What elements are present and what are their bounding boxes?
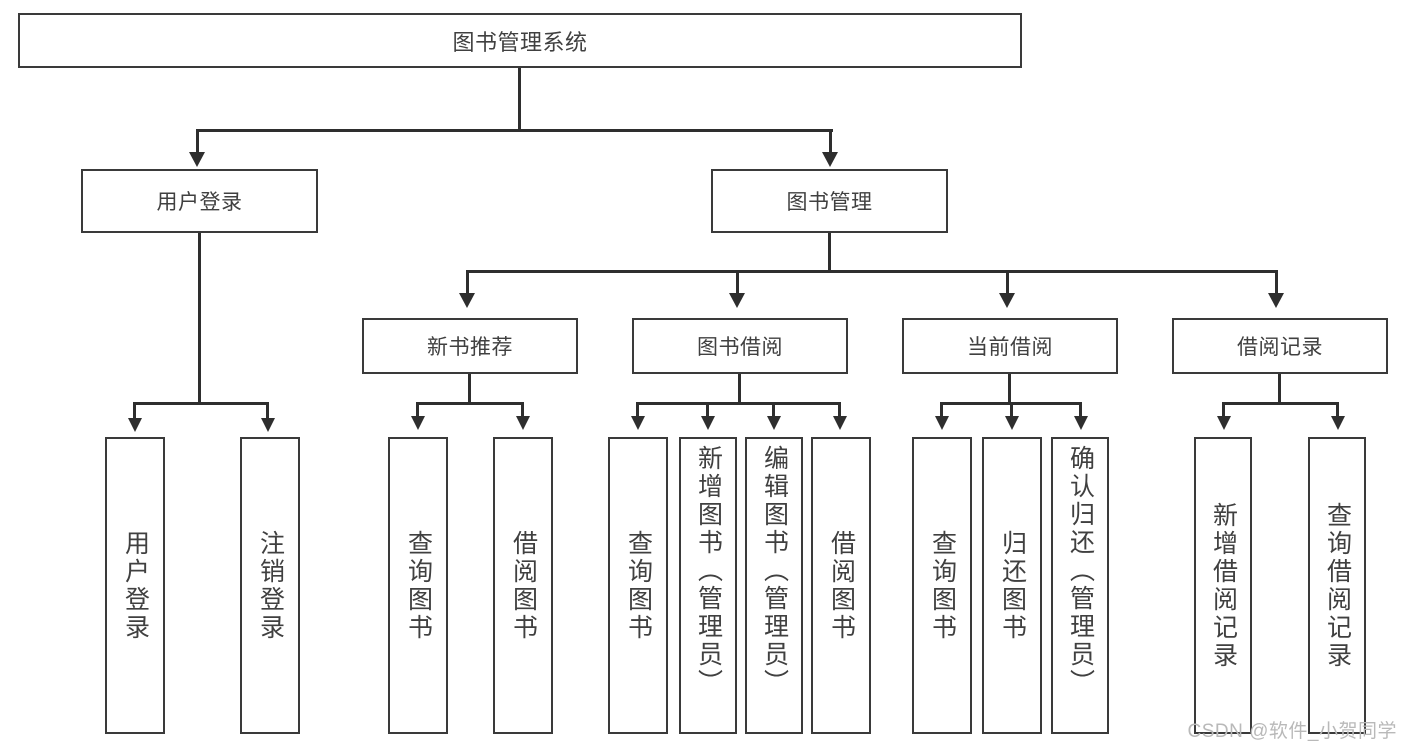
arrow-leaf-borrow-book-bb: [833, 416, 847, 430]
node-new-book-recommend[interactable]: 新书推荐: [362, 318, 578, 374]
connector-current-borrow-stem: [1008, 374, 1011, 404]
connector-new-book-bus: [416, 402, 524, 405]
arrow-leaf-query-record: [1331, 416, 1345, 430]
node-label: 图书管理系统: [452, 29, 588, 55]
connector-book-borrow-bus: [636, 402, 840, 405]
arrow-leaf-query-book-bb: [631, 416, 645, 430]
node-label: 用户登录: [156, 191, 243, 214]
node-root-system[interactable]: 图书管理系统: [18, 13, 1022, 68]
node-label: 新书推荐: [427, 336, 513, 359]
connector-borrow-record-stem: [1278, 374, 1281, 404]
leaf-query-book-recommend[interactable]: 查询图书: [388, 437, 448, 734]
leaf-edit-book-admin[interactable]: 编辑图书（管理员）: [745, 437, 803, 734]
leaf-confirm-return-admin[interactable]: 确认归还（管理员）: [1051, 437, 1109, 734]
arrow-leaf-user-login: [128, 418, 142, 432]
connector-level3-bus: [466, 270, 1278, 273]
connector-new-book-branch-2: [521, 402, 524, 418]
connector-book-borrow-branch-1: [636, 402, 639, 418]
arrow-to-new-book: [459, 293, 475, 308]
connector-borrow-record-bus: [1222, 402, 1339, 405]
leaf-label: 用户登录: [121, 529, 150, 642]
connector-user-login-branch-1: [133, 402, 136, 420]
leaf-user-login[interactable]: 用户登录: [105, 437, 165, 734]
node-label: 当前借阅: [967, 336, 1053, 359]
arrow-to-book-borrow: [729, 293, 745, 308]
connector-book-borrow-stem: [738, 374, 741, 404]
connector-root-stem: [518, 68, 521, 131]
leaf-add-borrow-record[interactable]: 新增借阅记录: [1194, 437, 1252, 734]
connector-book-borrow-branch-2: [706, 402, 709, 418]
arrow-leaf-confirm-return: [1074, 416, 1088, 430]
connector-current-borrow-branch-2: [1010, 402, 1013, 418]
node-book-management[interactable]: 图书管理: [711, 169, 948, 233]
node-user-login[interactable]: 用户登录: [81, 169, 318, 233]
leaf-label: 借阅图书: [509, 529, 538, 642]
arrow-leaf-query-book-cb: [935, 416, 949, 430]
leaf-label: 注销登录: [256, 529, 285, 642]
leaf-label: 查询图书: [404, 529, 433, 642]
arrow-to-borrow-record: [1268, 293, 1284, 308]
leaf-label: 归还图书: [998, 529, 1027, 642]
connector-book-borrow-branch-4: [838, 402, 841, 418]
connector-root-to-book-mgmt: [829, 129, 832, 155]
connector-to-new-book: [466, 270, 469, 295]
leaf-query-book-current[interactable]: 查询图书: [912, 437, 972, 734]
node-book-borrow[interactable]: 图书借阅: [632, 318, 848, 374]
connector-to-current-borrow: [1006, 270, 1009, 295]
connector-new-book-branch-1: [416, 402, 419, 418]
leaf-label: 借阅图书: [827, 529, 856, 642]
connector-root-bus: [196, 129, 833, 132]
connector-borrow-record-branch-2: [1336, 402, 1339, 418]
leaf-label: 编辑图书（管理员）: [760, 445, 789, 697]
node-borrow-record[interactable]: 借阅记录: [1172, 318, 1388, 374]
connector-root-to-user-login: [196, 129, 199, 155]
leaf-label: 新增图书（管理员）: [694, 445, 723, 697]
connector-book-mgmt-stem: [828, 233, 831, 272]
connector-borrow-record-branch-1: [1222, 402, 1225, 418]
connector-new-book-stem: [468, 374, 471, 404]
leaf-label: 查询借阅记录: [1323, 501, 1352, 670]
leaf-label: 确认归还（管理员）: [1066, 445, 1095, 697]
connector-current-borrow-branch-3: [1079, 402, 1082, 418]
connector-book-borrow-branch-3: [772, 402, 775, 418]
node-label: 图书借阅: [697, 336, 783, 359]
arrow-leaf-edit-book: [767, 416, 781, 430]
arrow-leaf-logout: [261, 418, 275, 432]
connector-to-book-borrow: [736, 270, 739, 295]
node-label: 图书管理: [786, 191, 873, 214]
arrow-leaf-add-book: [701, 416, 715, 430]
leaf-borrow-book-recommend[interactable]: 借阅图书: [493, 437, 553, 734]
leaf-label: 新增借阅记录: [1209, 501, 1238, 670]
arrow-leaf-borrow-book-nb: [516, 416, 530, 430]
leaf-return-book[interactable]: 归还图书: [982, 437, 1042, 734]
leaf-add-book-admin[interactable]: 新增图书（管理员）: [679, 437, 737, 734]
arrow-to-current-borrow: [999, 293, 1015, 308]
leaf-query-book-borrow[interactable]: 查询图书: [608, 437, 668, 734]
node-label: 借阅记录: [1237, 336, 1323, 359]
connector-user-login-branch-2: [266, 402, 269, 420]
node-current-borrow[interactable]: 当前借阅: [902, 318, 1118, 374]
connector-to-borrow-record: [1275, 270, 1278, 295]
arrow-to-book-mgmt: [822, 152, 838, 167]
arrow-leaf-query-book-nb: [411, 416, 425, 430]
leaf-logout[interactable]: 注销登录: [240, 437, 300, 734]
connector-current-borrow-branch-1: [940, 402, 943, 418]
leaf-query-borrow-record[interactable]: 查询借阅记录: [1308, 437, 1366, 734]
connector-user-login-bus: [133, 402, 268, 405]
leaf-label: 查询图书: [928, 529, 957, 642]
arrow-leaf-return-book: [1005, 416, 1019, 430]
leaf-borrow-book-borrow[interactable]: 借阅图书: [811, 437, 871, 734]
leaf-label: 查询图书: [624, 529, 653, 642]
arrow-to-user-login: [189, 152, 205, 167]
connector-user-login-stem: [198, 233, 201, 405]
arrow-leaf-add-record: [1217, 416, 1231, 430]
